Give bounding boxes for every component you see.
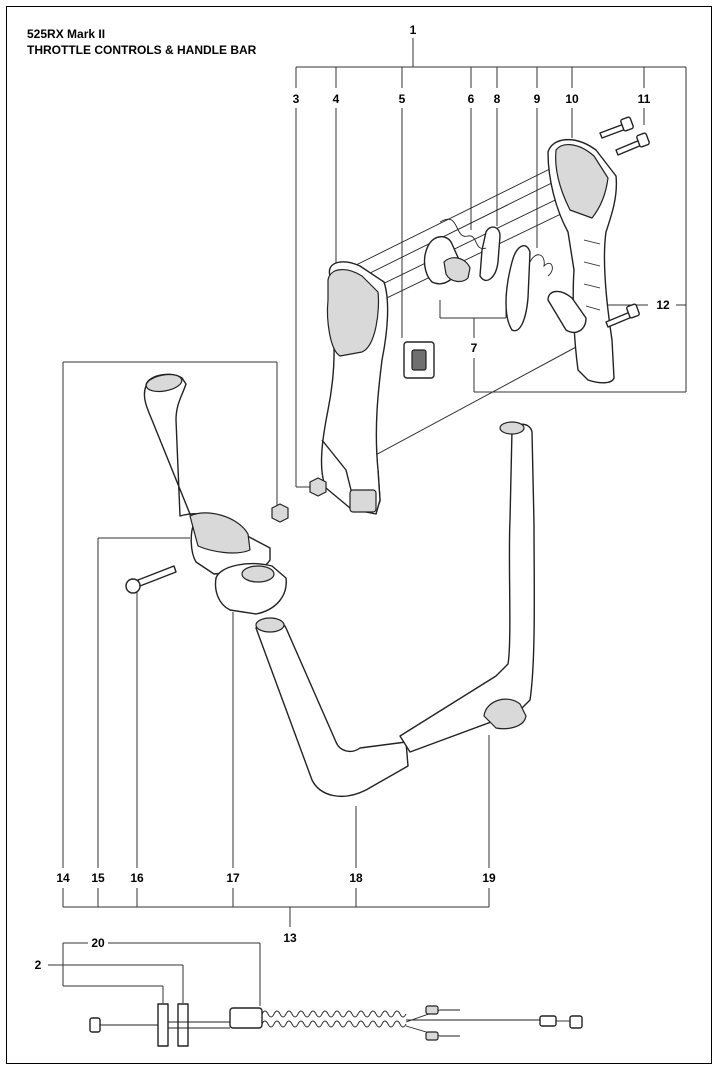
callout-10: 10 [565,92,579,106]
callout-19: 19 [482,871,496,885]
callout-15: 15 [91,871,105,885]
handle-assembly [309,116,650,515]
callout-3: 3 [293,92,300,106]
callout-17: 17 [226,871,240,885]
handle-bar-group [125,373,536,797]
throttle-cable [89,1003,583,1047]
callout-8: 8 [494,92,501,106]
callout-labels: 1 3 4 5 6 8 9 10 11 12 7 14 15 16 17 18 … [35,23,670,972]
callout-12: 12 [656,298,670,312]
callout-14: 14 [56,871,70,885]
callout-11: 11 [638,92,651,106]
section-title: THROTTLE CONTROLS & HANDLE BAR [27,43,257,57]
callout-2: 2 [35,958,42,972]
callout-4: 4 [333,92,340,106]
callout-7: 7 [471,341,478,355]
callout-leaders [48,38,687,1006]
callout-16: 16 [130,871,144,885]
callout-18: 18 [349,871,363,885]
callout-13: 13 [283,931,297,945]
callout-5: 5 [399,92,406,106]
callout-6: 6 [468,92,475,106]
callout-20: 20 [91,936,105,950]
callout-9: 9 [534,92,541,106]
model-title: 525RX Mark II [27,27,106,41]
callout-1: 1 [410,23,417,37]
